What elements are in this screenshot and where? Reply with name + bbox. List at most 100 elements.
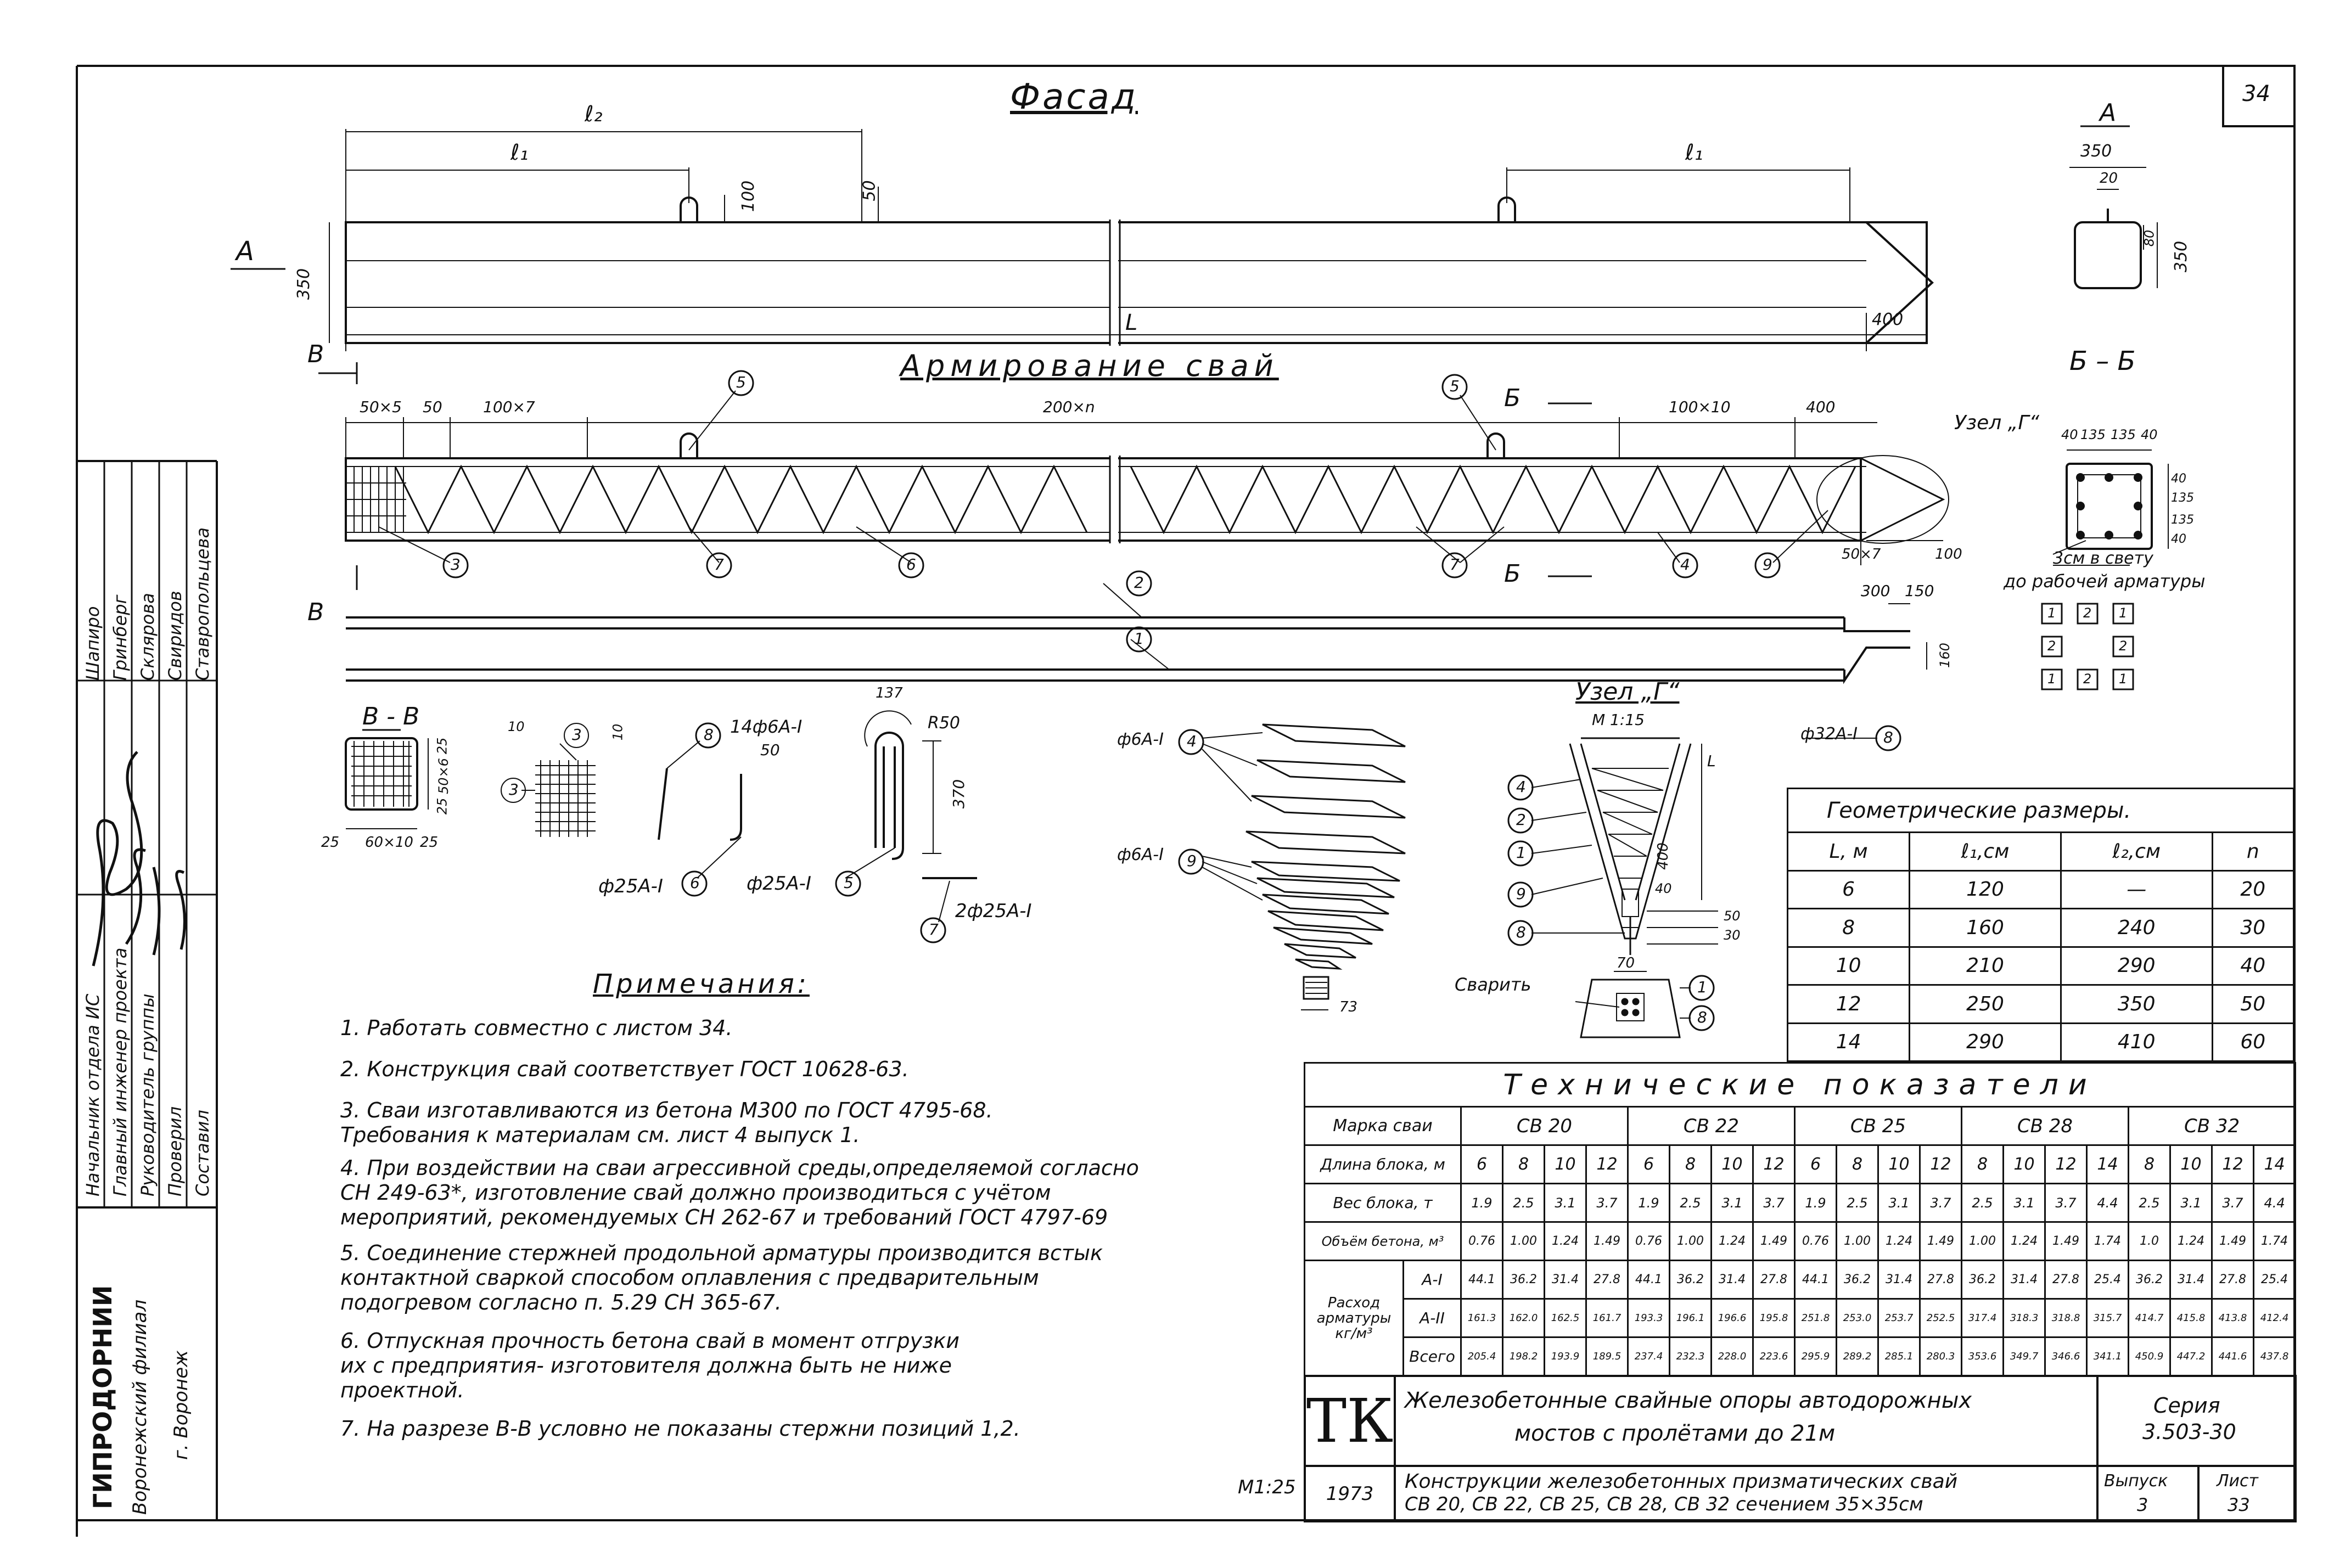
table-cell: 2.5: [1961, 1183, 2004, 1223]
bar5-dim-r50: R50: [928, 713, 961, 733]
note-4b: СН 249-63*, изготовление свай должно про…: [340, 1181, 1051, 1205]
table-cell: 10: [1710, 1144, 1754, 1184]
table-cell: 315.7: [2086, 1298, 2129, 1338]
facade-section-mark: А: [236, 236, 254, 267]
table-cell: 31.4: [2169, 1260, 2213, 1300]
geometry-table: Геометрические размеры. L, м ℓ₁,см ℓ₂,см…: [1786, 788, 2295, 1062]
bb-p-13: 1: [2119, 605, 2128, 621]
callout-1: 1: [1134, 630, 1144, 648]
table-cell: 6: [1460, 1144, 1503, 1184]
bar8b-label: ф32А-I: [1800, 724, 1858, 744]
node-g-dim-50: 50: [1724, 908, 1741, 924]
scale-note: М1:25: [1238, 1476, 1296, 1498]
table-cell: 1.24: [1877, 1221, 1921, 1261]
table-cell: 1.24: [2002, 1221, 2046, 1261]
row-label-steel: Расход арматуры кг/м³: [1304, 1260, 1404, 1376]
geo-cell: 8: [1786, 908, 1911, 948]
geo-cell: 10: [1786, 946, 1911, 986]
bar5-callout: 5: [844, 874, 854, 892]
section-a-w350: 350: [2080, 142, 2112, 161]
geo-head-l2: ℓ₂,см: [2060, 831, 2213, 872]
table-cell: 193.9: [1544, 1336, 1587, 1376]
section-vv-title: В - В: [362, 702, 420, 730]
dim-50x7: 50×7: [1842, 546, 1881, 563]
spiral-callout-4: 4: [1187, 732, 1197, 750]
mark-cell: СВ 28: [1961, 1106, 2129, 1146]
bar7-label: 2ф25А-I: [955, 900, 1032, 922]
table-cell: 4.4: [2252, 1183, 2297, 1223]
section-a-title: А: [2100, 99, 2117, 127]
geo-head-n: n: [2211, 831, 2295, 872]
node-g-label: Узел „Г“: [1954, 412, 2040, 434]
dim-150: 150: [1905, 582, 1934, 600]
table-cell: 415.8: [2169, 1298, 2213, 1338]
geo-cell: 6: [1786, 869, 1911, 909]
table-cell: 3.1: [1544, 1183, 1587, 1223]
desc-line1: Конструкции железобетонных призматически…: [1405, 1470, 1958, 1493]
table-cell: 1.49: [1585, 1221, 1629, 1261]
node-g-dim-30: 30: [1724, 928, 1741, 943]
callout-8: 8: [1883, 728, 1893, 746]
table-cell: 2.5: [1502, 1183, 1545, 1223]
section-a-h350: 350: [2172, 240, 2191, 273]
sheet-corner-number: 34: [2242, 81, 2270, 106]
node-callout-8b: 8: [1697, 1008, 1707, 1026]
dim-160: 160: [1937, 643, 1953, 668]
geo-cell: 290: [1909, 1022, 2062, 1062]
table-cell: 346.6: [2044, 1336, 2088, 1376]
bar6-label: ф25А-I: [598, 875, 663, 897]
bb-note-line2: до рабочей арматуры: [2004, 571, 2206, 592]
table-cell: 36.2: [1836, 1260, 1879, 1300]
table-cell: 1.49: [1919, 1221, 1962, 1261]
node-callout-4: 4: [1516, 778, 1526, 796]
geo-cell: 50: [2211, 984, 2295, 1024]
table-cell: 1.24: [1710, 1221, 1754, 1261]
table-cell: 318.3: [2002, 1298, 2046, 1338]
facade-title: Фасад: [1010, 77, 1138, 117]
geo-cell: 40: [2211, 946, 2295, 986]
node-g-dim-400: 400: [1654, 842, 1671, 870]
year: 1973: [1306, 1467, 1396, 1520]
bb-dim-v3: 135: [2171, 513, 2194, 527]
table-cell: 285.1: [1877, 1336, 1921, 1376]
table-cell: 8: [1669, 1144, 1712, 1184]
table-cell: 162.0: [1502, 1298, 1545, 1338]
cut-mark-bb-bottom: Б: [1504, 560, 1521, 588]
dim-300: 300: [1861, 582, 1890, 600]
table-cell: 223.6: [1752, 1336, 1796, 1376]
geo-cell: 120: [1909, 869, 2062, 909]
note-4c: мероприятий, рекомендуемых СН 262-67 и т…: [340, 1205, 1108, 1229]
geo-cell: 240: [2060, 908, 2213, 948]
table-cell: 195.8: [1752, 1298, 1796, 1338]
table-cell: 8: [1836, 1144, 1879, 1184]
logo-tk: ТК: [1306, 1377, 1396, 1467]
cut-mark-b-bottom: В: [307, 598, 324, 626]
vv-dim-b: 50×6: [435, 758, 451, 794]
series-box: Серия 3.503-30: [2096, 1377, 2297, 1467]
table-cell: 1.24: [2169, 1221, 2213, 1261]
table-cell: 10: [2169, 1144, 2213, 1184]
sheet-label: Лист: [2217, 1471, 2259, 1491]
vv-dim-e: 60×10: [365, 834, 413, 851]
bb-dim-c: 135: [2111, 427, 2136, 442]
table-cell: 1.49: [2044, 1221, 2088, 1261]
section-bb-title: Б – Б: [2069, 346, 2136, 376]
geo-cell: 410: [2060, 1022, 2213, 1062]
callout-4: 4: [1680, 555, 1690, 574]
table-cell: 12: [2211, 1144, 2254, 1184]
vv-dim-f: 25: [420, 834, 439, 851]
geo-cell: 20: [2211, 869, 2295, 909]
note-6b: их с предприятия- изготовителя должна бы…: [340, 1353, 952, 1378]
issue-box: Выпуск 3: [2096, 1467, 2200, 1520]
table-cell: 0.76: [1627, 1221, 1670, 1261]
callout-7b: 7: [1450, 555, 1460, 574]
table-cell: 295.9: [1794, 1336, 1837, 1376]
node-g-dim-L: L: [1707, 752, 1716, 770]
table-cell: 27.8: [1585, 1260, 1629, 1300]
table-cell: 437.8: [2252, 1336, 2297, 1376]
table-cell: 251.8: [1794, 1298, 1837, 1338]
table-cell: 27.8: [1752, 1260, 1796, 1300]
